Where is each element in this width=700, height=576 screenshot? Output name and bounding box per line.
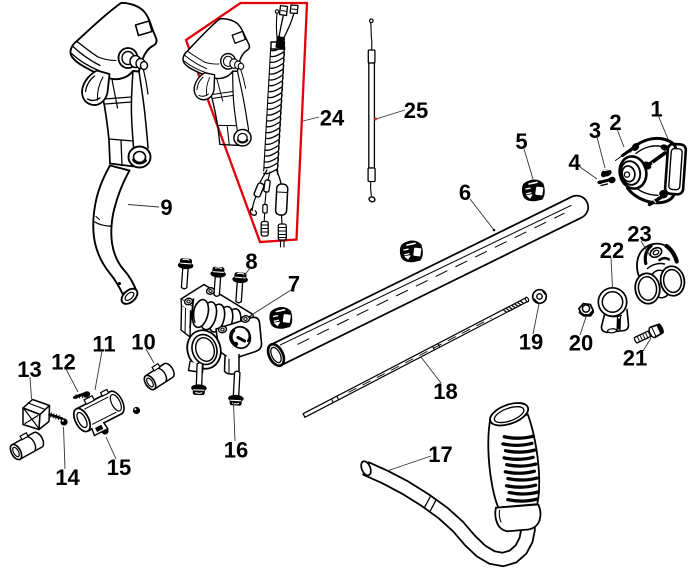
svg-text:19: 19 bbox=[519, 330, 543, 355]
svg-text:5: 5 bbox=[515, 129, 527, 154]
svg-text:2: 2 bbox=[609, 110, 621, 135]
svg-text:16: 16 bbox=[224, 438, 248, 463]
svg-text:12: 12 bbox=[51, 350, 75, 375]
svg-text:4: 4 bbox=[568, 150, 581, 175]
svg-text:17: 17 bbox=[428, 442, 452, 467]
svg-text:14: 14 bbox=[55, 465, 80, 490]
svg-text:1: 1 bbox=[650, 97, 662, 122]
svg-text:7: 7 bbox=[288, 272, 300, 297]
svg-text:8: 8 bbox=[245, 249, 257, 274]
svg-text:18: 18 bbox=[433, 379, 457, 404]
svg-text:6: 6 bbox=[459, 180, 471, 205]
svg-text:20: 20 bbox=[569, 331, 593, 356]
svg-text:15: 15 bbox=[107, 455, 131, 480]
svg-text:11: 11 bbox=[92, 332, 115, 357]
svg-text:22: 22 bbox=[600, 238, 624, 263]
svg-text:23: 23 bbox=[627, 222, 651, 247]
svg-text:25: 25 bbox=[404, 98, 428, 123]
svg-text:3: 3 bbox=[589, 118, 601, 143]
svg-text:24: 24 bbox=[320, 106, 345, 131]
svg-text:13: 13 bbox=[17, 357, 41, 382]
svg-text:9: 9 bbox=[160, 195, 172, 220]
svg-text:10: 10 bbox=[131, 330, 155, 355]
